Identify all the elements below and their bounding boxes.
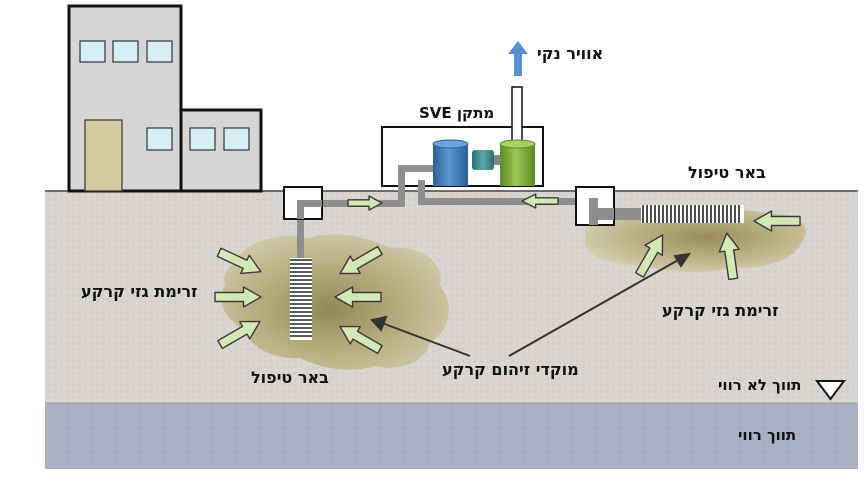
soil-arrow bbox=[339, 325, 383, 355]
building-icon bbox=[67, 4, 263, 193]
soil-arrow bbox=[753, 210, 801, 232]
pipe-arrow-right bbox=[347, 195, 383, 211]
treatment-well-left-label: באר טיפול bbox=[251, 368, 329, 387]
flow-arrow-icon bbox=[214, 210, 801, 355]
soil-arrow bbox=[217, 320, 261, 350]
soil-arrow bbox=[634, 234, 664, 278]
soil-arrow bbox=[214, 286, 262, 308]
well-screen-icon bbox=[290, 258, 312, 340]
saturated-zone-label: תווך רווי bbox=[738, 426, 797, 444]
pipe-arrow-left bbox=[521, 193, 559, 209]
pipe-flow-arrows bbox=[347, 193, 559, 211]
clean-air-label: אוויר נקי bbox=[537, 44, 604, 63]
treatment-well-right-label: באר טיפול bbox=[688, 163, 766, 182]
sve-tank-icon bbox=[381, 86, 544, 187]
water-table-icon bbox=[815, 380, 846, 401]
saturated-zone bbox=[45, 403, 858, 469]
soil-arrow bbox=[334, 286, 382, 308]
contamination-plume-left bbox=[221, 234, 449, 370]
soil-gas-flow-left-label: זרימת גזי קרקע bbox=[81, 282, 198, 301]
hotspot-pointers bbox=[370, 252, 692, 357]
contamination-plume-right bbox=[585, 208, 806, 272]
soil-gas-flow-right-label: זרימת גזי קרקע bbox=[662, 301, 779, 320]
soil-arrow bbox=[339, 245, 383, 275]
sve-unit-label: מתקן SVE bbox=[419, 104, 495, 122]
well-screen-horizontal bbox=[641, 205, 744, 223]
clean-air-arrow-icon bbox=[508, 41, 528, 76]
soil-arrow bbox=[216, 247, 262, 275]
contamination-hotspots-label: מוקדי זיהום קרקע bbox=[442, 360, 579, 379]
vadose-zone-label: תווך לא רווי bbox=[718, 376, 802, 394]
soil-arrow bbox=[718, 232, 740, 281]
